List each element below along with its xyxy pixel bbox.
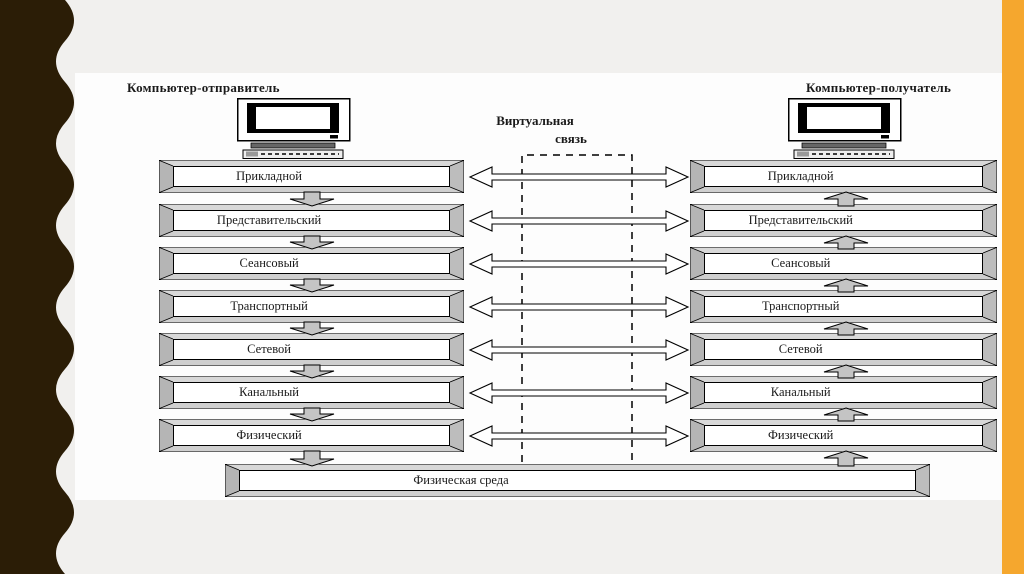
layer-box: Физический: [159, 419, 464, 452]
osi-layer-label: Представительский: [748, 213, 853, 227]
virtual-link-label-line2: связь: [555, 131, 587, 146]
osi-layer-label: Транспортный: [761, 299, 840, 313]
osi-layer-label: Физический: [236, 428, 302, 442]
virtual-link-label-line1: Виртуальная: [496, 113, 574, 128]
layer-box: Сеансовый: [690, 247, 997, 280]
layer-box: Канальный: [690, 376, 997, 409]
receiver-computer-label: Компьютер-получатель: [806, 80, 952, 95]
layer-box: Транспортный: [159, 290, 464, 323]
sender-computer-label: Компьютер-отправитель: [127, 80, 280, 95]
layer-box: Прикладной: [159, 160, 464, 193]
osi-layer-label: Канальный: [239, 385, 299, 399]
layer-box: Прикладной: [690, 160, 997, 193]
osi-layer-label: Канальный: [770, 385, 831, 399]
osi-layer-label: Сеансовый: [771, 256, 831, 270]
layer-box: Сетевой: [159, 333, 464, 366]
osi-layer-label: Прикладной: [236, 169, 302, 183]
physical-medium-label: Физическая среда: [413, 473, 509, 487]
physical-medium-bar: Физическая среда: [225, 464, 930, 497]
osi-layer-label: Физический: [768, 428, 834, 442]
osi-layer-label: Транспортный: [230, 299, 308, 313]
layer-box: Физический: [690, 419, 997, 452]
osi-layer-label: Представительский: [216, 213, 322, 227]
osi-layer-label: Сетевой: [778, 342, 823, 356]
osi-layer-label: Сетевой: [247, 342, 291, 356]
left-wave-decoration: [0, 0, 74, 574]
right-accent-stripe: [1002, 0, 1024, 574]
layer-box: Канальный: [159, 376, 464, 409]
osi-layer-label: Прикладной: [767, 169, 834, 183]
layer-box: Транспортный: [690, 290, 997, 323]
layer-box: Сетевой: [690, 333, 997, 366]
osi-layer-label: Сеансовый: [239, 256, 299, 270]
layer-box: Представительский: [690, 204, 997, 237]
layer-box: Сеансовый: [159, 247, 464, 280]
computer-icon: [788, 98, 902, 159]
layer-box: Представительский: [159, 204, 464, 237]
computer-icon: [237, 98, 351, 159]
